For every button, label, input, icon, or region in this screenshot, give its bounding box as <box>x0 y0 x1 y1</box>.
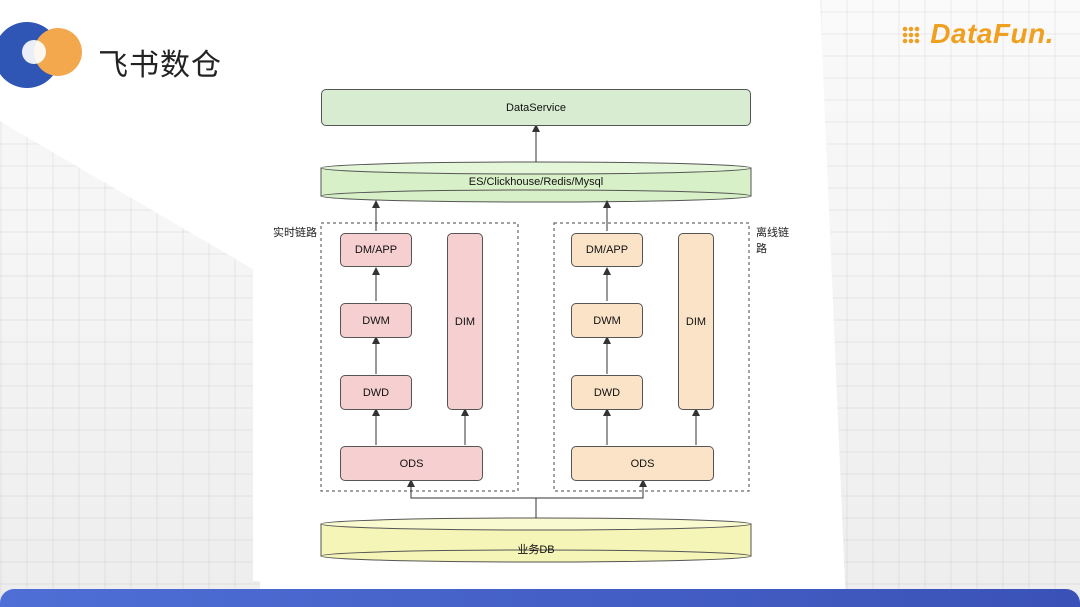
rt-dwd-box: DWD <box>340 375 412 410</box>
off-ods-box: ODS <box>571 446 714 481</box>
footer-bar <box>0 589 1080 607</box>
connector-source-split <box>407 479 537 518</box>
source-db-label: 业务DB <box>517 544 555 556</box>
connector-source-split-right <box>536 479 647 499</box>
page-title: 飞书数仓 <box>98 48 222 83</box>
offline-group-frame <box>553 222 750 492</box>
storage-cylinder <box>320 161 752 203</box>
rt-ods-box: ODS <box>340 446 483 481</box>
brand-logo: DataFun. <box>930 18 1054 49</box>
realtime-label: 实时链路 <box>273 226 317 239</box>
off-dwd-box: DWD <box>571 375 643 410</box>
rt-dmapp-box: DM/APP <box>340 233 412 267</box>
brand-dots-icon <box>902 26 920 44</box>
rt-dwm-box: DWM <box>340 303 412 338</box>
background-building-right <box>820 0 1080 607</box>
off-dwm-box: DWM <box>571 303 643 338</box>
offline-label: 离线链路 <box>756 226 789 255</box>
rt-dim-box: DIM <box>447 233 483 410</box>
storage-label: ES/Clickhouse/Redis/Mysql <box>468 176 604 188</box>
off-dmapp-box: DM/APP <box>571 233 643 267</box>
realtime-group-frame <box>320 222 519 492</box>
diagram-connectors <box>320 124 752 563</box>
architecture-diagram: DataService ES/Clickhouse/Redis/Mysql 业务… <box>253 78 796 581</box>
dataservice-box: DataService <box>321 89 751 126</box>
decorative-circles-logo <box>0 22 90 94</box>
off-dim-box: DIM <box>678 233 714 410</box>
source-db-cylinder <box>320 517 752 563</box>
